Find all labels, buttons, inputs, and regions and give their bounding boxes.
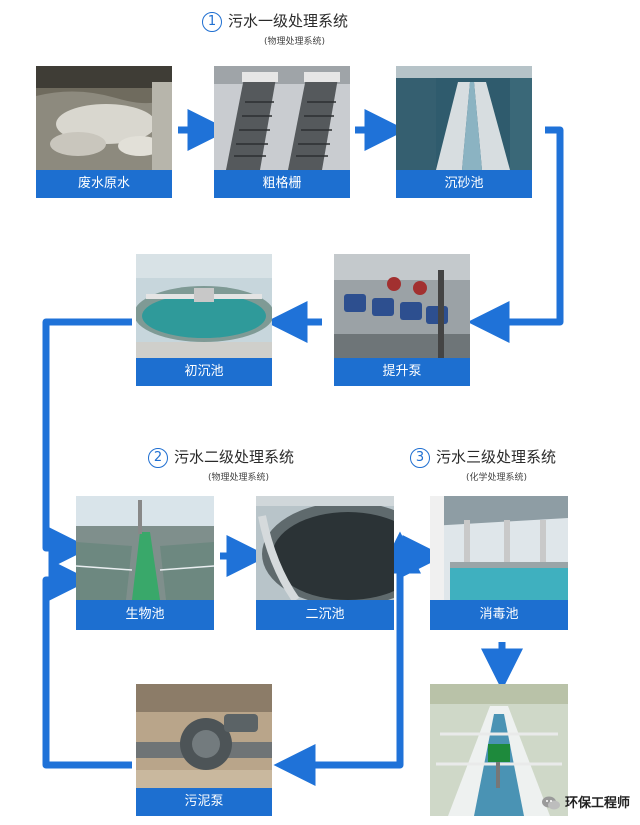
watermark-text: 环保工程师 [564,795,630,811]
section-title-3: 3 污水三级处理系统 [410,448,556,468]
arrow-sludge-return [42,559,132,769]
stage-disinfection-tank-label: 消毒池 [430,600,568,630]
stage-disinfection-tank: 消毒池 [430,496,568,630]
coarse-screen-photo [214,66,350,170]
section-number-3: 3 [410,448,430,468]
stage-grit-chamber-label: 沉砂池 [396,170,532,198]
section-subtitle-1: (物理处理系统) [264,37,326,47]
section-title-2: 2 污水二级处理系统 [148,448,294,468]
stage-secondary-clarifier-label: 二沉池 [256,600,394,630]
stage-grit-chamber: 沉砂池 [396,66,532,198]
stage-lift-pump: 提升泵 [334,254,470,386]
section-number-1: 1 [202,12,222,32]
section-subtitle-3: (化学处理系统) [466,473,528,483]
stage-sludge-pump: 污泥泵 [136,684,272,816]
section-title-2-text: 污水二级处理系统 [174,448,295,466]
section-number-2: 2 [148,448,168,468]
stage-secondary-clarifier: 二沉池 [256,496,394,630]
stage-lift-pump-label: 提升泵 [334,358,470,386]
stage-bio-tank: 生物池 [76,496,214,630]
grit-chamber-photo [396,66,532,170]
arrow-grit-to-pump [467,126,564,343]
raw-water-photo [36,66,172,170]
section-title-1: 1 污水一级处理系统 [202,12,348,32]
stage-primary-clarifier-label: 初沉池 [136,358,272,386]
primary-clarifier-photo [136,254,272,358]
secondary-clarifier-photo [256,496,394,600]
stage-sludge-pump-label: 污泥泵 [136,788,272,816]
disinfection-tank-photo [430,496,568,600]
bio-tank-photo [76,496,214,600]
stage-outfall [430,684,568,816]
stage-coarse-screen: 粗格栅 [214,66,350,198]
stage-primary-clarifier: 初沉池 [136,254,272,386]
stage-coarse-screen-label: 粗格栅 [214,170,350,198]
outfall-photo [430,684,568,816]
stage-raw-water: 废水原水 [36,66,172,198]
stage-raw-water-label: 废水原水 [36,170,172,198]
sludge-pump-photo [136,684,272,788]
wechat-icon [541,796,560,810]
arrow-clarifier-to-bio [42,318,132,569]
watermark: 环保工程师 [541,792,630,812]
arrow-secondary-to-sludge [273,602,404,786]
stage-bio-tank-label: 生物池 [76,600,214,630]
section-subtitle-2: (物理处理系统) [208,473,270,483]
section-title-3-text: 污水三级处理系统 [436,448,557,466]
lift-pump-photo [334,254,470,358]
section-title-1-text: 污水一级处理系统 [228,12,349,30]
